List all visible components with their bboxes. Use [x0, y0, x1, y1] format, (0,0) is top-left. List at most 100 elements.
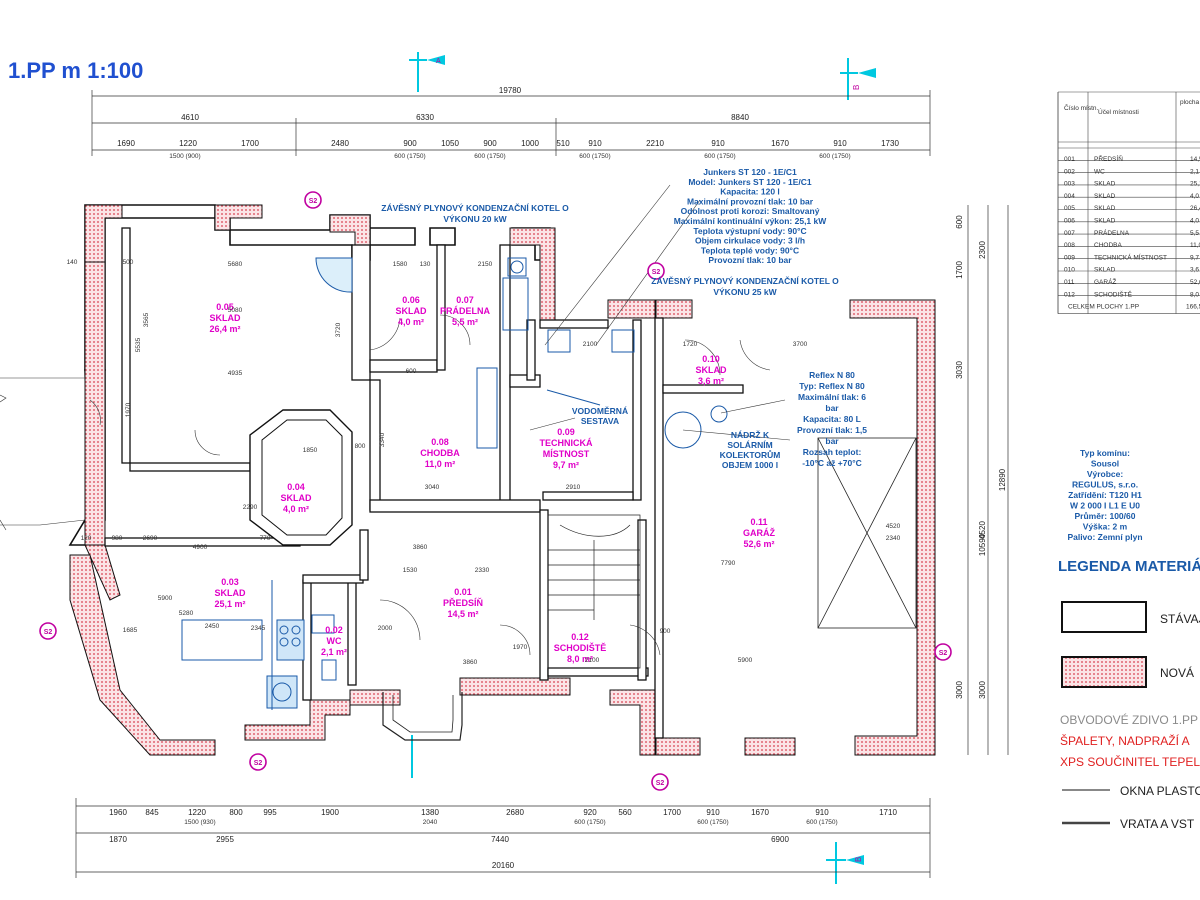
interior-dimension: 3040 — [425, 484, 440, 491]
table-cell: 25,1 — [1190, 181, 1200, 188]
legend-existing-label: STÁVAJ — [1160, 611, 1200, 626]
legend-title: LEGENDA MATERIÁ — [1058, 558, 1200, 575]
table-header: Číslo místn. — [1064, 103, 1099, 112]
section-marker-b-top — [840, 58, 858, 100]
room-number: 0.11 — [750, 517, 767, 527]
interior-dimension: 120 — [81, 535, 92, 542]
interior-dimension: 5280 — [179, 610, 194, 617]
room-area: 4,0 m² — [283, 504, 309, 514]
interior-dimension: 2100 — [583, 341, 598, 348]
annotation-line: -10°C až +70°C — [802, 458, 861, 468]
annotation-line: Typ: Reflex N 80 — [799, 381, 865, 391]
legend-new-label: NOVÁ — [1160, 665, 1194, 680]
dimension-top-total: 19780 — [499, 86, 522, 95]
table-cell: 8,0 — [1190, 291, 1199, 298]
annotation-line: Provozní tlak: 1,5 — [797, 425, 867, 435]
annotation-line: Teplota výstupní vody: 90°C — [693, 226, 806, 236]
interior-dimension: 800 — [355, 443, 366, 450]
annotation-line: VÝKONU 25 kW — [713, 286, 777, 297]
table-cell: 010 — [1064, 267, 1075, 274]
annotation-line: Objem cirkulace vody: 3 l/h — [695, 236, 805, 246]
table-cell: 3,6 — [1190, 267, 1199, 274]
section-s2-label: S2 — [656, 780, 665, 787]
dimension-value: 6330 — [416, 113, 434, 122]
section-s2-circle — [39, 622, 57, 640]
room-name: SKLAD — [210, 313, 241, 323]
walls-new — [69, 204, 936, 756]
interior-dimension: 3860 — [463, 659, 478, 666]
room-name: WC — [327, 636, 342, 646]
annotation-line: NÁDRŽ K — [731, 429, 770, 440]
equipment — [181, 257, 728, 710]
table-cell: SCHODIŠTĚ — [1094, 289, 1133, 298]
dimension-value: 900 — [403, 139, 417, 148]
annotation-line: REGULUS, s.r.o. — [1072, 480, 1138, 490]
section-s2-circle — [647, 262, 665, 280]
interior-dimension: 3700 — [793, 341, 808, 348]
interior-dimension: 2330 — [475, 567, 490, 574]
annotation-line: Model: Junkers ST 120 - 1E/C1 — [688, 177, 812, 187]
room-area: 14,5 m² — [447, 609, 478, 619]
table-cell: PRÁDELNA — [1094, 228, 1130, 237]
interior-dimension: 4935 — [228, 370, 243, 377]
table-cell: 2,1 — [1190, 168, 1199, 175]
opening-dimension: 600 (1750) — [806, 819, 837, 826]
section-label-a: A — [436, 58, 441, 65]
annotation-line: Typ komínu: — [1080, 448, 1130, 458]
table-cell: SKLAD — [1094, 267, 1116, 274]
annotation-line: Kapacita: 80 L — [803, 414, 861, 424]
interior-dimension: 600 — [406, 368, 417, 375]
interior-dimension: 2000 — [378, 625, 393, 632]
table-cell: 002 — [1064, 168, 1075, 175]
dimension-value: 910 — [706, 808, 720, 817]
room-area: 11,0 m² — [425, 459, 456, 469]
top-dimension-lines — [91, 90, 931, 156]
annotation-boiler-25kw: ZÁVĚSNÝ PLYNOVÝ KONDENZAČNÍ KOTEL OVÝKON… — [651, 275, 839, 297]
legend-note-1: OBVODOVÉ ZDIVO 1.PP — [1060, 712, 1198, 727]
interior-dimension: 1580 — [393, 261, 408, 268]
annotation-line: Odolnost proti korozi: Smaltovaný — [681, 206, 820, 216]
table-cell: GARÁŽ — [1094, 277, 1116, 286]
interior-dimension: 1970 — [125, 402, 132, 417]
dimension-value: 10590 — [978, 533, 987, 556]
table-cell: 9,7 — [1190, 254, 1199, 261]
room-area: 8,0 m² — [567, 654, 593, 664]
room-number: 0.05 — [216, 302, 234, 312]
room-area: 3,6 m² — [698, 376, 724, 386]
table-cell: 004 — [1064, 193, 1075, 200]
table-cell: SKLAD — [1094, 193, 1116, 200]
interior-dimension: 2450 — [205, 623, 220, 630]
interior-dimension: 3340 — [379, 432, 386, 447]
interior-dimension: 2690 — [143, 535, 158, 542]
annotation-line: Rozsah teplot: — [803, 447, 862, 457]
dimension-value: 1670 — [751, 808, 769, 817]
interior-dimension: 7790 — [721, 560, 736, 567]
legend: LEGENDA MATERIÁ STÁVAJ NOVÁ OBVODOVÉ ZDI… — [1058, 558, 1200, 831]
annotation-line: Zatřídění: T120 H1 — [1068, 490, 1142, 500]
interior-dimension: 4900 — [193, 544, 208, 551]
left-site-symbols — [0, 377, 86, 531]
room-name: MÍSTNOST — [543, 449, 590, 459]
dimension-value: 2480 — [331, 139, 349, 148]
table-cell: SKLAD — [1094, 218, 1116, 225]
room-name: GARÁŽ — [743, 527, 775, 538]
dimension-value: 1730 — [881, 139, 899, 148]
table-total-label: CELKEM PLOCHY 1.PP — [1068, 304, 1139, 311]
room-name: SCHODIŠTĚ — [554, 642, 607, 653]
annotation-line: Teplota teplé vody: 90°C — [701, 245, 799, 255]
table-cell: CHODBA — [1094, 242, 1122, 249]
dimension-value: 7440 — [491, 835, 509, 844]
table-cell: 4,0 — [1190, 218, 1199, 225]
room-number: 0.10 — [702, 354, 720, 364]
room-area: 5,5 m² — [452, 317, 478, 327]
plan-title: 1.PP m 1:100 — [8, 58, 143, 83]
room-name: TECHNICKÁ — [540, 438, 593, 448]
dimension-value: 510 — [556, 139, 570, 148]
